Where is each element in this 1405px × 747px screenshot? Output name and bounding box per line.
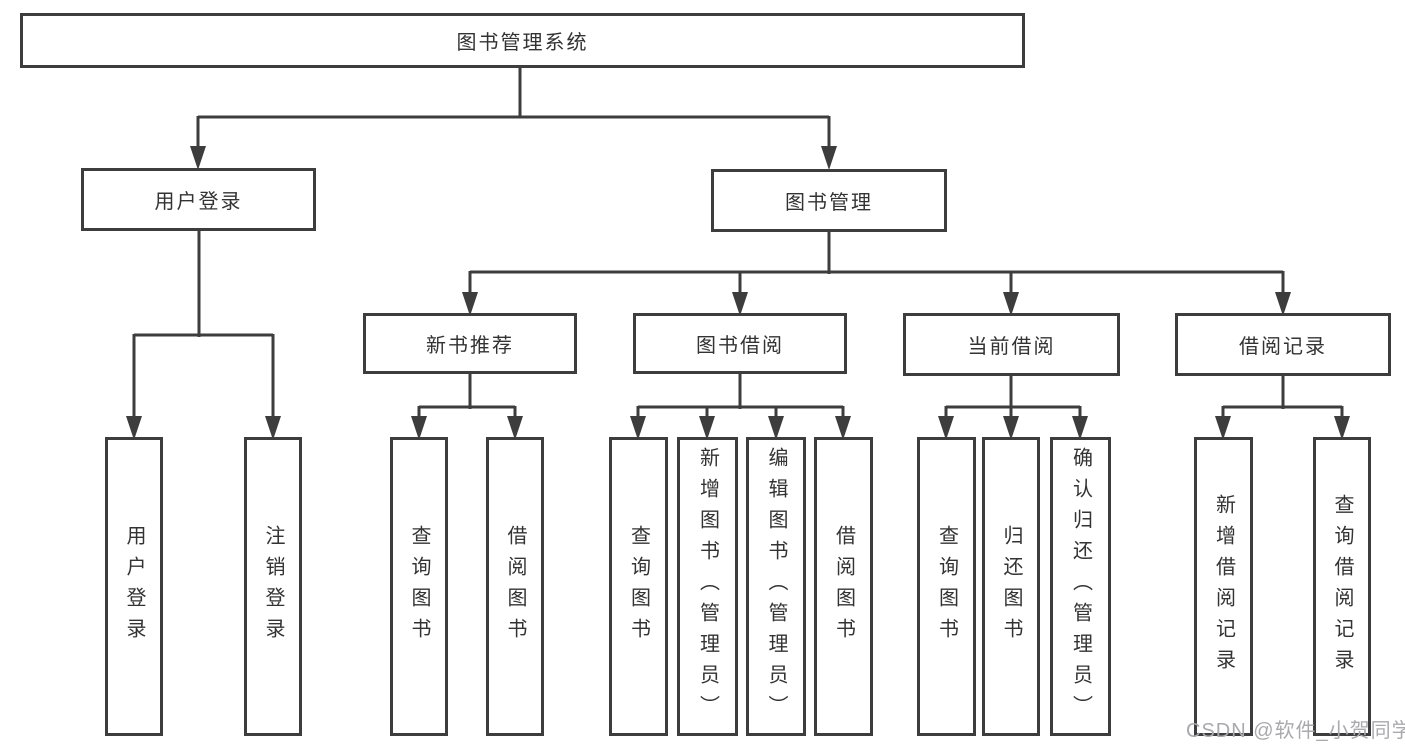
leaf-user-login: 用户登录 [105, 437, 163, 736]
leaf-query-borrow-record-label: 查询借阅记录 [1331, 493, 1353, 680]
leaf-newbook-borrow-books-label: 借阅图书 [504, 524, 526, 649]
leaf-add-borrow-record: 新增借阅记录 [1194, 437, 1253, 736]
leaf-edit-books-admin: 编辑图书（管理员） [746, 437, 806, 736]
leaf-current-query-books-label: 查询图书 [935, 524, 958, 649]
leaf-query-borrow-record: 查询借阅记录 [1313, 437, 1371, 736]
node-book-borrowing: 图书借阅 [633, 313, 847, 374]
leaf-borrow-query-books-label: 查询图书 [627, 524, 650, 649]
leaf-add-books-admin: 新增图书（管理员） [677, 437, 738, 736]
leaf-newbook-query-books-label: 查询图书 [408, 524, 430, 649]
node-new-book-recommend: 新书推荐 [363, 313, 577, 374]
node-root-system: 图书管理系统 [20, 13, 1025, 68]
leaf-user-login-label: 用户登录 [123, 524, 145, 649]
leaf-confirm-return-admin: 确认归还（管理员） [1050, 437, 1111, 736]
leaf-confirm-return-admin-label: 确认归还（管理员） [1069, 447, 1092, 726]
leaf-add-borrow-record-label: 新增借阅记录 [1212, 493, 1235, 680]
leaf-logout: 注销登录 [244, 437, 302, 736]
leaf-newbook-query-books: 查询图书 [390, 437, 448, 736]
leaf-return-books: 归还图书 [982, 437, 1040, 736]
leaf-logout-label: 注销登录 [262, 524, 284, 649]
leaf-borrow-books: 借阅图书 [814, 437, 873, 736]
watermark: CSDN @软件_小贺同学 [1186, 720, 1405, 742]
node-borrow-records: 借阅记录 [1175, 313, 1391, 376]
leaf-newbook-borrow-books: 借阅图书 [486, 437, 544, 736]
leaf-borrow-query-books: 查询图书 [609, 437, 668, 736]
leaf-edit-books-admin-label: 编辑图书（管理员） [765, 447, 787, 726]
node-book-management: 图书管理 [711, 169, 947, 232]
leaf-borrow-books-label: 借阅图书 [832, 524, 855, 649]
node-current-borrowing: 当前借阅 [903, 313, 1120, 376]
leaf-return-books-label: 归还图书 [1000, 524, 1022, 649]
leaf-add-books-admin-label: 新增图书（管理员） [696, 447, 719, 726]
node-user-login: 用户登录 [81, 168, 316, 231]
leaf-current-query-books: 查询图书 [917, 437, 976, 736]
